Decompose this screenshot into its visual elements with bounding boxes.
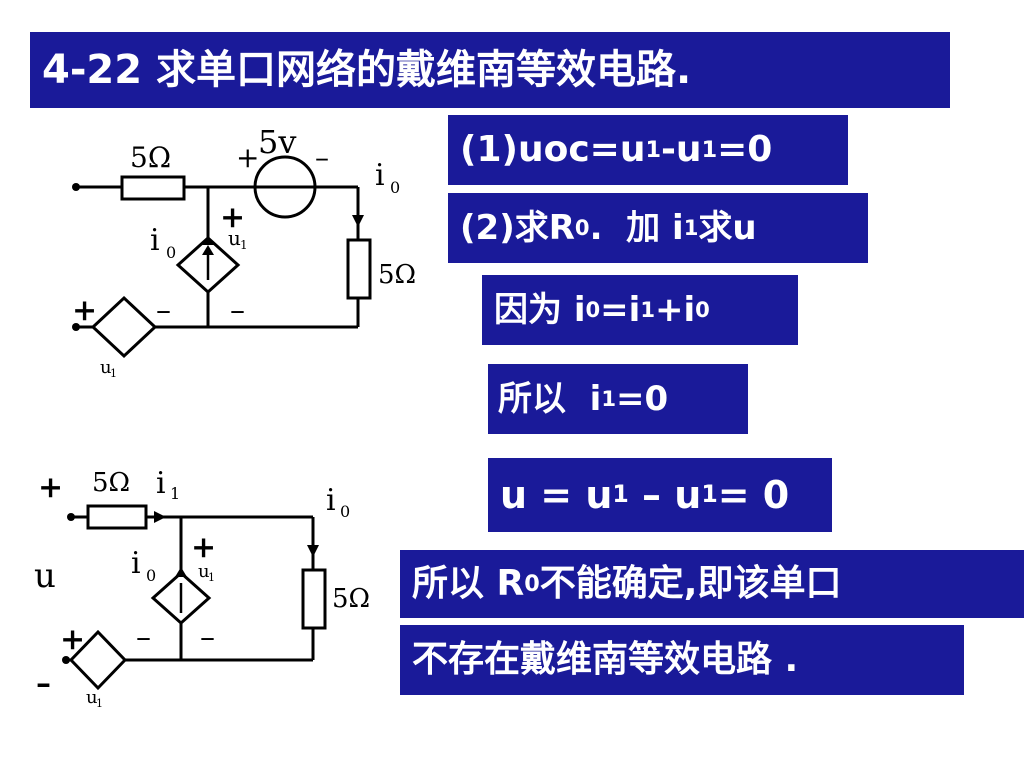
subscript: 1	[612, 480, 629, 509]
label-minus: –	[315, 141, 329, 174]
subscript: 1	[701, 136, 718, 163]
subscript: 1	[601, 386, 616, 412]
circuit-diagram-2: + 5Ω i 1 i 0 i 0 + u 1 u – – + – u 1 5Ω	[34, 466, 370, 710]
arrow-right	[154, 511, 166, 523]
subscript: 1	[640, 297, 655, 323]
problem-title: 4-22 求单口网络的戴维南等效电路.	[30, 32, 950, 108]
label-plus: +	[220, 200, 245, 235]
label-5ohm: 5Ω	[130, 141, 171, 174]
circuit-diagram-1: 5Ω + 5v – i 0 i 0 + u 1 – + – u 1 5Ω	[72, 123, 416, 380]
subscript: 0	[695, 297, 710, 323]
resistor-5ohm-left	[120, 175, 186, 201]
text: 求u	[698, 208, 757, 248]
subscript: 1	[701, 480, 718, 509]
subscript: 1	[96, 697, 103, 710]
subscript: 0	[166, 243, 176, 262]
label-u1: u	[198, 561, 210, 582]
label-plus: +	[72, 293, 97, 328]
label-i0-mid: i	[150, 223, 160, 258]
text: – u	[628, 473, 702, 517]
dependent-voltage-source	[90, 295, 158, 359]
label-u1: u	[86, 687, 98, 708]
label-minus: –	[230, 293, 245, 328]
subscript: 1	[240, 238, 248, 252]
label-i0-right: i	[326, 483, 336, 518]
text: (1)uoc=u	[460, 129, 646, 170]
label-u1: u	[100, 357, 112, 378]
subscript: 1	[170, 484, 180, 503]
label-minus: –	[156, 293, 171, 328]
text: 所以 R	[412, 563, 525, 604]
label-plus: +	[60, 622, 85, 657]
label-5ohm: 5Ω	[378, 260, 416, 290]
text: u = u	[500, 473, 613, 517]
label-plus: +	[191, 530, 216, 565]
label-u: u	[34, 556, 56, 596]
label-minus: –	[200, 620, 215, 655]
subscript: 0	[390, 178, 400, 197]
terminal-dot	[62, 656, 70, 664]
label-5v: 5v	[258, 123, 296, 161]
arrow-up	[202, 235, 214, 245]
label-minus: –	[36, 666, 51, 701]
label-5ohm: 5Ω	[92, 468, 130, 498]
text: -u	[660, 129, 702, 170]
terminal-dot	[67, 513, 75, 521]
terminal-dot	[72, 183, 80, 191]
subscript: 0	[574, 215, 590, 241]
text: 所以 i	[498, 379, 602, 419]
text: = 0	[717, 473, 790, 517]
label-5ohm: 5Ω	[332, 584, 370, 614]
text: . 加 i	[589, 208, 684, 248]
resistor-5ohm-left	[86, 504, 148, 530]
conclusion-line-2: 不存在戴维南等效电路 .	[400, 625, 964, 695]
text: +i	[655, 290, 696, 330]
text: =0	[717, 129, 773, 170]
label-i0-right: i	[375, 158, 385, 193]
text: =0	[616, 379, 669, 419]
text: 不能确定,即该单口	[539, 563, 842, 604]
subscript: 0	[340, 502, 350, 521]
arrow-up	[175, 567, 187, 577]
subscript: 1	[110, 367, 117, 380]
text: 不存在戴维南等效电路 .	[412, 639, 799, 680]
resistor-5ohm-right	[346, 238, 372, 300]
text: (2)求R	[460, 208, 575, 248]
subscript: 1	[645, 136, 661, 163]
arrow-down	[307, 545, 319, 557]
text: 因为 i	[494, 290, 586, 330]
label-plus: +	[236, 141, 259, 174]
dependent-voltage-source	[68, 629, 128, 691]
subscript: 1	[208, 571, 215, 584]
subscript: 1	[683, 215, 699, 241]
label-i0-mid: i	[131, 546, 141, 581]
label-plus: +	[38, 470, 63, 505]
label-u1: u	[228, 226, 241, 250]
label-minus: –	[136, 620, 151, 655]
label-i1: i	[156, 466, 166, 501]
subscript: 0	[585, 297, 601, 323]
subscript: 0	[146, 566, 156, 585]
text: =i	[600, 290, 641, 330]
title-text: 4-22 求单口网络的戴维南等效电路.	[42, 47, 692, 93]
terminal-dot	[72, 323, 80, 331]
subscript: 0	[524, 570, 540, 597]
resistor-5ohm-right	[301, 568, 327, 630]
arrow-down	[352, 215, 364, 227]
